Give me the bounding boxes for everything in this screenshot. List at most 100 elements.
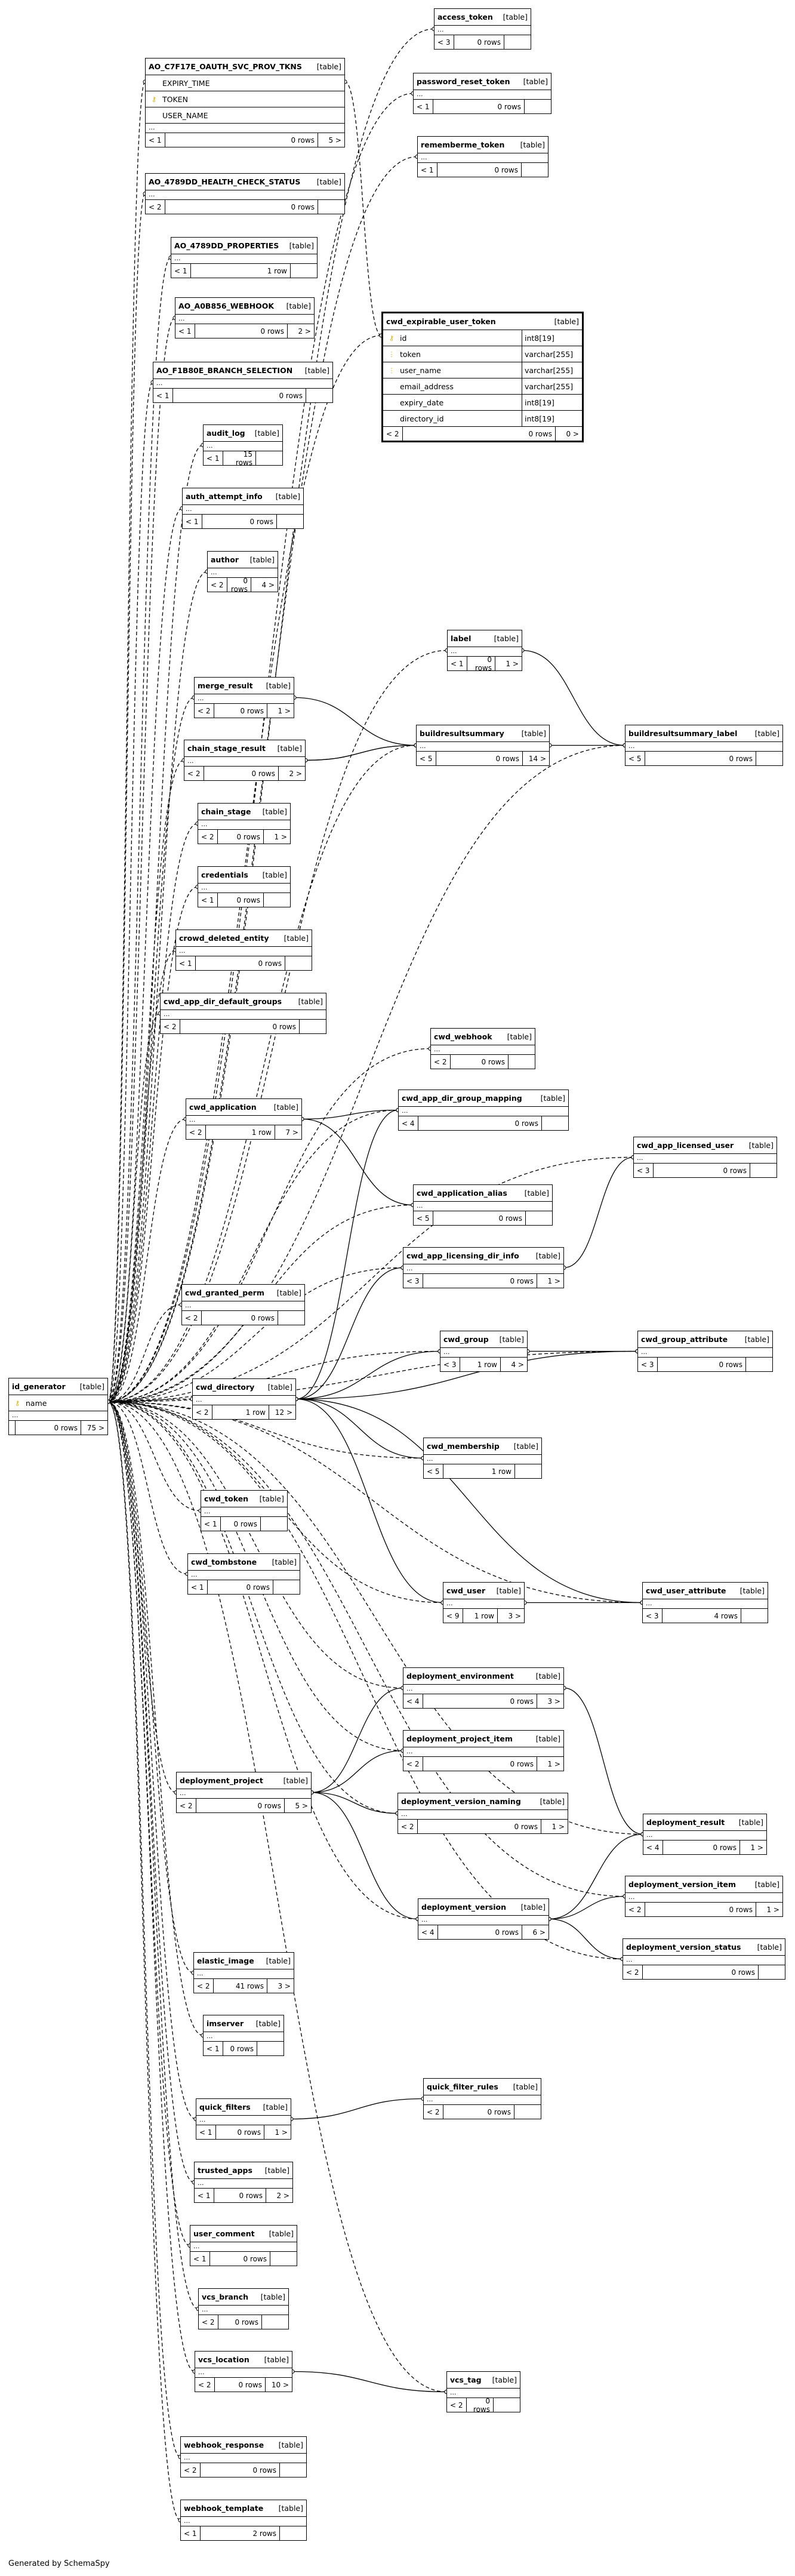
- table-name[interactable]: vcs_location: [198, 2355, 249, 2364]
- parents-count[interactable]: < 1: [201, 895, 214, 904]
- table-name[interactable]: webhook_template: [184, 2504, 264, 2513]
- parents-count[interactable]: < 1: [199, 2128, 212, 2137]
- parents-count[interactable]: < 4: [402, 1119, 415, 1128]
- parents-count[interactable]: < 3: [443, 1360, 457, 1369]
- parents-count[interactable]: < 1: [207, 2044, 220, 2053]
- children-count[interactable]: 12 >: [275, 1408, 292, 1417]
- children-count[interactable]: 1 >: [551, 1822, 565, 1831]
- parents-count[interactable]: < 1: [421, 165, 434, 174]
- table-name[interactable]: chain_stage_result: [187, 744, 266, 753]
- children-count[interactable]: 1 >: [547, 1759, 560, 1768]
- parents-count[interactable]: < 2: [189, 1128, 202, 1137]
- parents-count[interactable]: < 2: [185, 1313, 198, 1322]
- table-name[interactable]: deployment_project: [180, 1776, 263, 1785]
- parents-count[interactable]: < 1: [184, 2529, 197, 2538]
- table-name[interactable]: AO_F1B80E_BRANCH_SELECTION: [156, 366, 293, 375]
- children-count[interactable]: 14 >: [528, 754, 546, 763]
- table-name[interactable]: id_generator: [12, 1382, 66, 1391]
- parents-count[interactable]: < 2: [164, 1022, 177, 1031]
- parents-count[interactable]: < 1: [186, 517, 199, 526]
- parents-count[interactable]: < 4: [406, 1697, 420, 1706]
- parents-count[interactable]: < 2: [202, 2318, 215, 2326]
- table-health[interactable]: AO_4789DD_HEALTH_CHECK_STATUS[table]...<…: [145, 173, 345, 214]
- table-name[interactable]: auth_attempt_info: [186, 492, 263, 501]
- table-name[interactable]: buildresultsummary: [420, 729, 504, 738]
- table-name[interactable]: deployment_result: [646, 1818, 725, 1827]
- parents-count[interactable]: < 5: [417, 1214, 430, 1223]
- parents-count[interactable]: < 2: [187, 769, 201, 778]
- parents-count[interactable]: < 2: [450, 2400, 463, 2409]
- table-name[interactable]: vcs_branch: [202, 2292, 249, 2301]
- table-name[interactable]: cwd_application_alias: [417, 1189, 507, 1198]
- table-name[interactable]: rememberme_token: [421, 140, 505, 149]
- children-count[interactable]: 2 >: [298, 327, 311, 336]
- parents-count[interactable]: < 2: [406, 1759, 420, 1768]
- table-name[interactable]: deployment_version_naming: [401, 1797, 521, 1806]
- parents-count[interactable]: < 3: [646, 1611, 659, 1620]
- children-count[interactable]: 4 >: [261, 580, 275, 589]
- parents-count[interactable]: < 2: [386, 429, 399, 438]
- parents-count[interactable]: < 2: [149, 202, 162, 211]
- table-name[interactable]: cwd_app_licensed_user: [637, 1141, 734, 1150]
- parents-count[interactable]: < 2: [196, 1408, 209, 1417]
- table-name[interactable]: credentials: [201, 870, 248, 879]
- children-count[interactable]: 0 >: [566, 429, 579, 438]
- table-name[interactable]: author: [211, 555, 239, 564]
- table-name[interactable]: deployment_version_item: [628, 1880, 737, 1889]
- parents-count[interactable]: < 5: [427, 1467, 440, 1476]
- parents-count[interactable]: < 4: [421, 1928, 435, 1937]
- parents-count[interactable]: < 9: [446, 1611, 460, 1620]
- table-name[interactable]: cwd_user: [446, 1586, 486, 1595]
- table-name[interactable]: cwd_app_licensing_dir_info: [406, 1251, 519, 1260]
- parents-count[interactable]: < 2: [198, 2380, 211, 2389]
- parents-count[interactable]: < 2: [184, 2466, 197, 2475]
- table-name[interactable]: cwd_application: [189, 1103, 257, 1112]
- parents-count[interactable]: < 1: [417, 102, 430, 111]
- parents-count[interactable]: < 3: [437, 38, 451, 47]
- parents-count[interactable]: < 1: [174, 266, 187, 275]
- table-name[interactable]: password_reset_token: [417, 77, 510, 86]
- children-count[interactable]: 2 >: [276, 2191, 289, 2200]
- children-count[interactable]: 10 >: [271, 2380, 289, 2389]
- children-count[interactable]: 1 >: [766, 1905, 779, 1914]
- parents-count[interactable]: < 1: [204, 1519, 217, 1528]
- table-name[interactable]: elastic_image: [197, 1956, 254, 1965]
- parents-count[interactable]: < 1: [193, 2254, 207, 2263]
- parents-count[interactable]: < 2: [198, 706, 211, 715]
- children-count[interactable]: 3 >: [547, 1697, 560, 1706]
- parents-count[interactable]: < 1: [207, 454, 220, 463]
- children-count[interactable]: 1 >: [750, 1843, 763, 1852]
- parents-count[interactable]: < 3: [637, 1166, 650, 1175]
- table-name[interactable]: cwd_user_attribute: [646, 1586, 726, 1595]
- table-name[interactable]: crowd_deleted_entity: [179, 934, 269, 943]
- column-row[interactable]: USER_NAME: [146, 107, 344, 124]
- column-row[interactable]: ⚷name: [9, 1395, 107, 1411]
